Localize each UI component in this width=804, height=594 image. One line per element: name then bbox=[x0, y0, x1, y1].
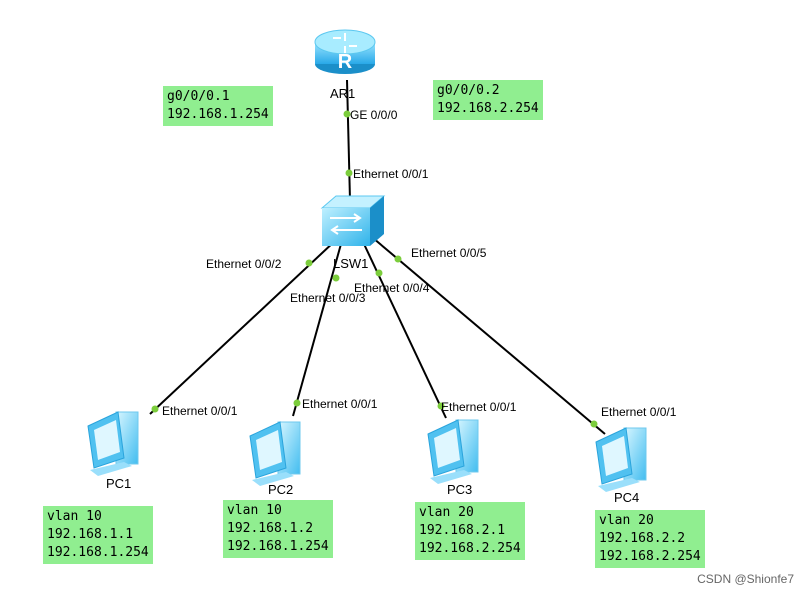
note-pc1: vlan 10 192.168.1.1 192.168.1.254 bbox=[43, 506, 153, 564]
port-dot-switch-up bbox=[345, 169, 353, 177]
link-switch-pc3 bbox=[363, 243, 447, 419]
pc3-device[interactable] bbox=[427, 419, 479, 484]
note-subinterface-1: g0/0/0.1 192.168.1.254 bbox=[163, 86, 273, 126]
pc2-keyboard bbox=[252, 472, 294, 486]
switch-front bbox=[322, 208, 370, 246]
switch-arrows-icon bbox=[330, 213, 362, 235]
router-top bbox=[314, 29, 376, 55]
port-label-switch-up: Ethernet 0/0/1 bbox=[353, 167, 429, 181]
port-label-switch-p4: Ethernet 0/0/4 bbox=[354, 281, 430, 295]
router-arrows-icon bbox=[333, 33, 357, 53]
note-pc3-vlan: vlan 20 bbox=[419, 505, 474, 520]
pc2-device[interactable] bbox=[249, 421, 301, 486]
pc1-keyboard bbox=[90, 462, 132, 476]
note-pc1-vlan: vlan 10 bbox=[47, 509, 102, 524]
note-pc1-gateway: 192.168.1.254 bbox=[47, 545, 149, 560]
pc1-screen bbox=[94, 420, 120, 460]
note-pc1-ip: 192.168.1.1 bbox=[47, 527, 134, 542]
switch-label: LSW1 bbox=[333, 256, 368, 271]
port-dot-switch-p4 bbox=[375, 269, 383, 277]
link-switch-pc2 bbox=[292, 243, 342, 417]
note-pc3-ip: 192.168.2.1 bbox=[419, 523, 506, 538]
note-pc2-gateway: 192.168.1.254 bbox=[227, 539, 329, 554]
port-label-switch-p2: Ethernet 0/0/2 bbox=[206, 257, 282, 271]
link-switch-pc4 bbox=[372, 237, 606, 435]
pc2-screen bbox=[256, 430, 282, 470]
note-sub1-line2: 192.168.1.254 bbox=[167, 107, 269, 122]
note-pc3-gateway: 192.168.2.254 bbox=[419, 541, 521, 556]
port-dots bbox=[151, 110, 598, 428]
pc3-keyboard bbox=[430, 470, 472, 484]
port-dot-pc2 bbox=[293, 399, 301, 407]
note-pc2-vlan: vlan 10 bbox=[227, 503, 282, 518]
port-dot-pc1 bbox=[151, 405, 159, 413]
port-dot-switch-p5 bbox=[394, 255, 402, 263]
note-pc4-ip: 192.168.2.2 bbox=[599, 531, 686, 546]
pc1-label: PC1 bbox=[106, 476, 131, 491]
link-switch-pc1 bbox=[149, 239, 337, 415]
pc2-label: PC2 bbox=[268, 482, 293, 497]
port-dot-switch-p3 bbox=[332, 274, 340, 282]
router-r-glyph: R bbox=[338, 51, 353, 73]
port-label-router-ge: GE 0/0/0 bbox=[350, 108, 398, 122]
note-pc2: vlan 10 192.168.1.2 192.168.1.254 bbox=[223, 500, 333, 558]
link-router-switch bbox=[346, 79, 351, 201]
note-pc2-ip: 192.168.1.2 bbox=[227, 521, 314, 536]
port-label-switch-p5: Ethernet 0/0/5 bbox=[411, 246, 487, 260]
pc4-device[interactable] bbox=[595, 427, 647, 492]
note-sub2-line1: g0/0/0.2 bbox=[437, 83, 500, 98]
router-ar1[interactable]: R bbox=[314, 29, 376, 74]
pc4-screen bbox=[602, 436, 628, 476]
port-label-pc4: Ethernet 0/0/1 bbox=[601, 405, 677, 419]
note-subinterface-2: g0/0/0.2 192.168.2.254 bbox=[433, 80, 543, 120]
pc4-keyboard bbox=[598, 478, 640, 492]
pc4-label: PC4 bbox=[614, 490, 639, 505]
note-sub2-line2: 192.168.2.254 bbox=[437, 101, 539, 116]
port-dot-pc3 bbox=[437, 402, 445, 410]
note-pc4-vlan: vlan 20 bbox=[599, 513, 654, 528]
note-sub1-line1: g0/0/0.1 bbox=[167, 89, 230, 104]
port-dot-pc4 bbox=[590, 420, 598, 428]
port-dot-router-ge bbox=[343, 110, 351, 118]
note-pc3: vlan 20 192.168.2.1 192.168.2.254 bbox=[415, 502, 525, 560]
pc3-screen bbox=[434, 428, 460, 468]
note-pc4-gateway: 192.168.2.254 bbox=[599, 549, 701, 564]
port-label-pc2: Ethernet 0/0/1 bbox=[302, 397, 378, 411]
note-pc4: vlan 20 192.168.2.2 192.168.2.254 bbox=[595, 510, 705, 568]
switch-lsw1[interactable] bbox=[320, 195, 386, 246]
watermark: CSDN @Shionfe7 bbox=[697, 572, 794, 586]
port-dot-switch-p2 bbox=[305, 259, 313, 267]
pc3-label: PC3 bbox=[447, 482, 472, 497]
port-label-pc1: Ethernet 0/0/1 bbox=[162, 404, 238, 418]
switch-side bbox=[370, 196, 384, 246]
port-label-switch-p3: Ethernet 0/0/3 bbox=[290, 291, 366, 305]
port-label-pc3: Ethernet 0/0/1 bbox=[441, 400, 517, 414]
router-label: AR1 bbox=[330, 86, 355, 101]
pc1-device[interactable] bbox=[87, 411, 139, 476]
